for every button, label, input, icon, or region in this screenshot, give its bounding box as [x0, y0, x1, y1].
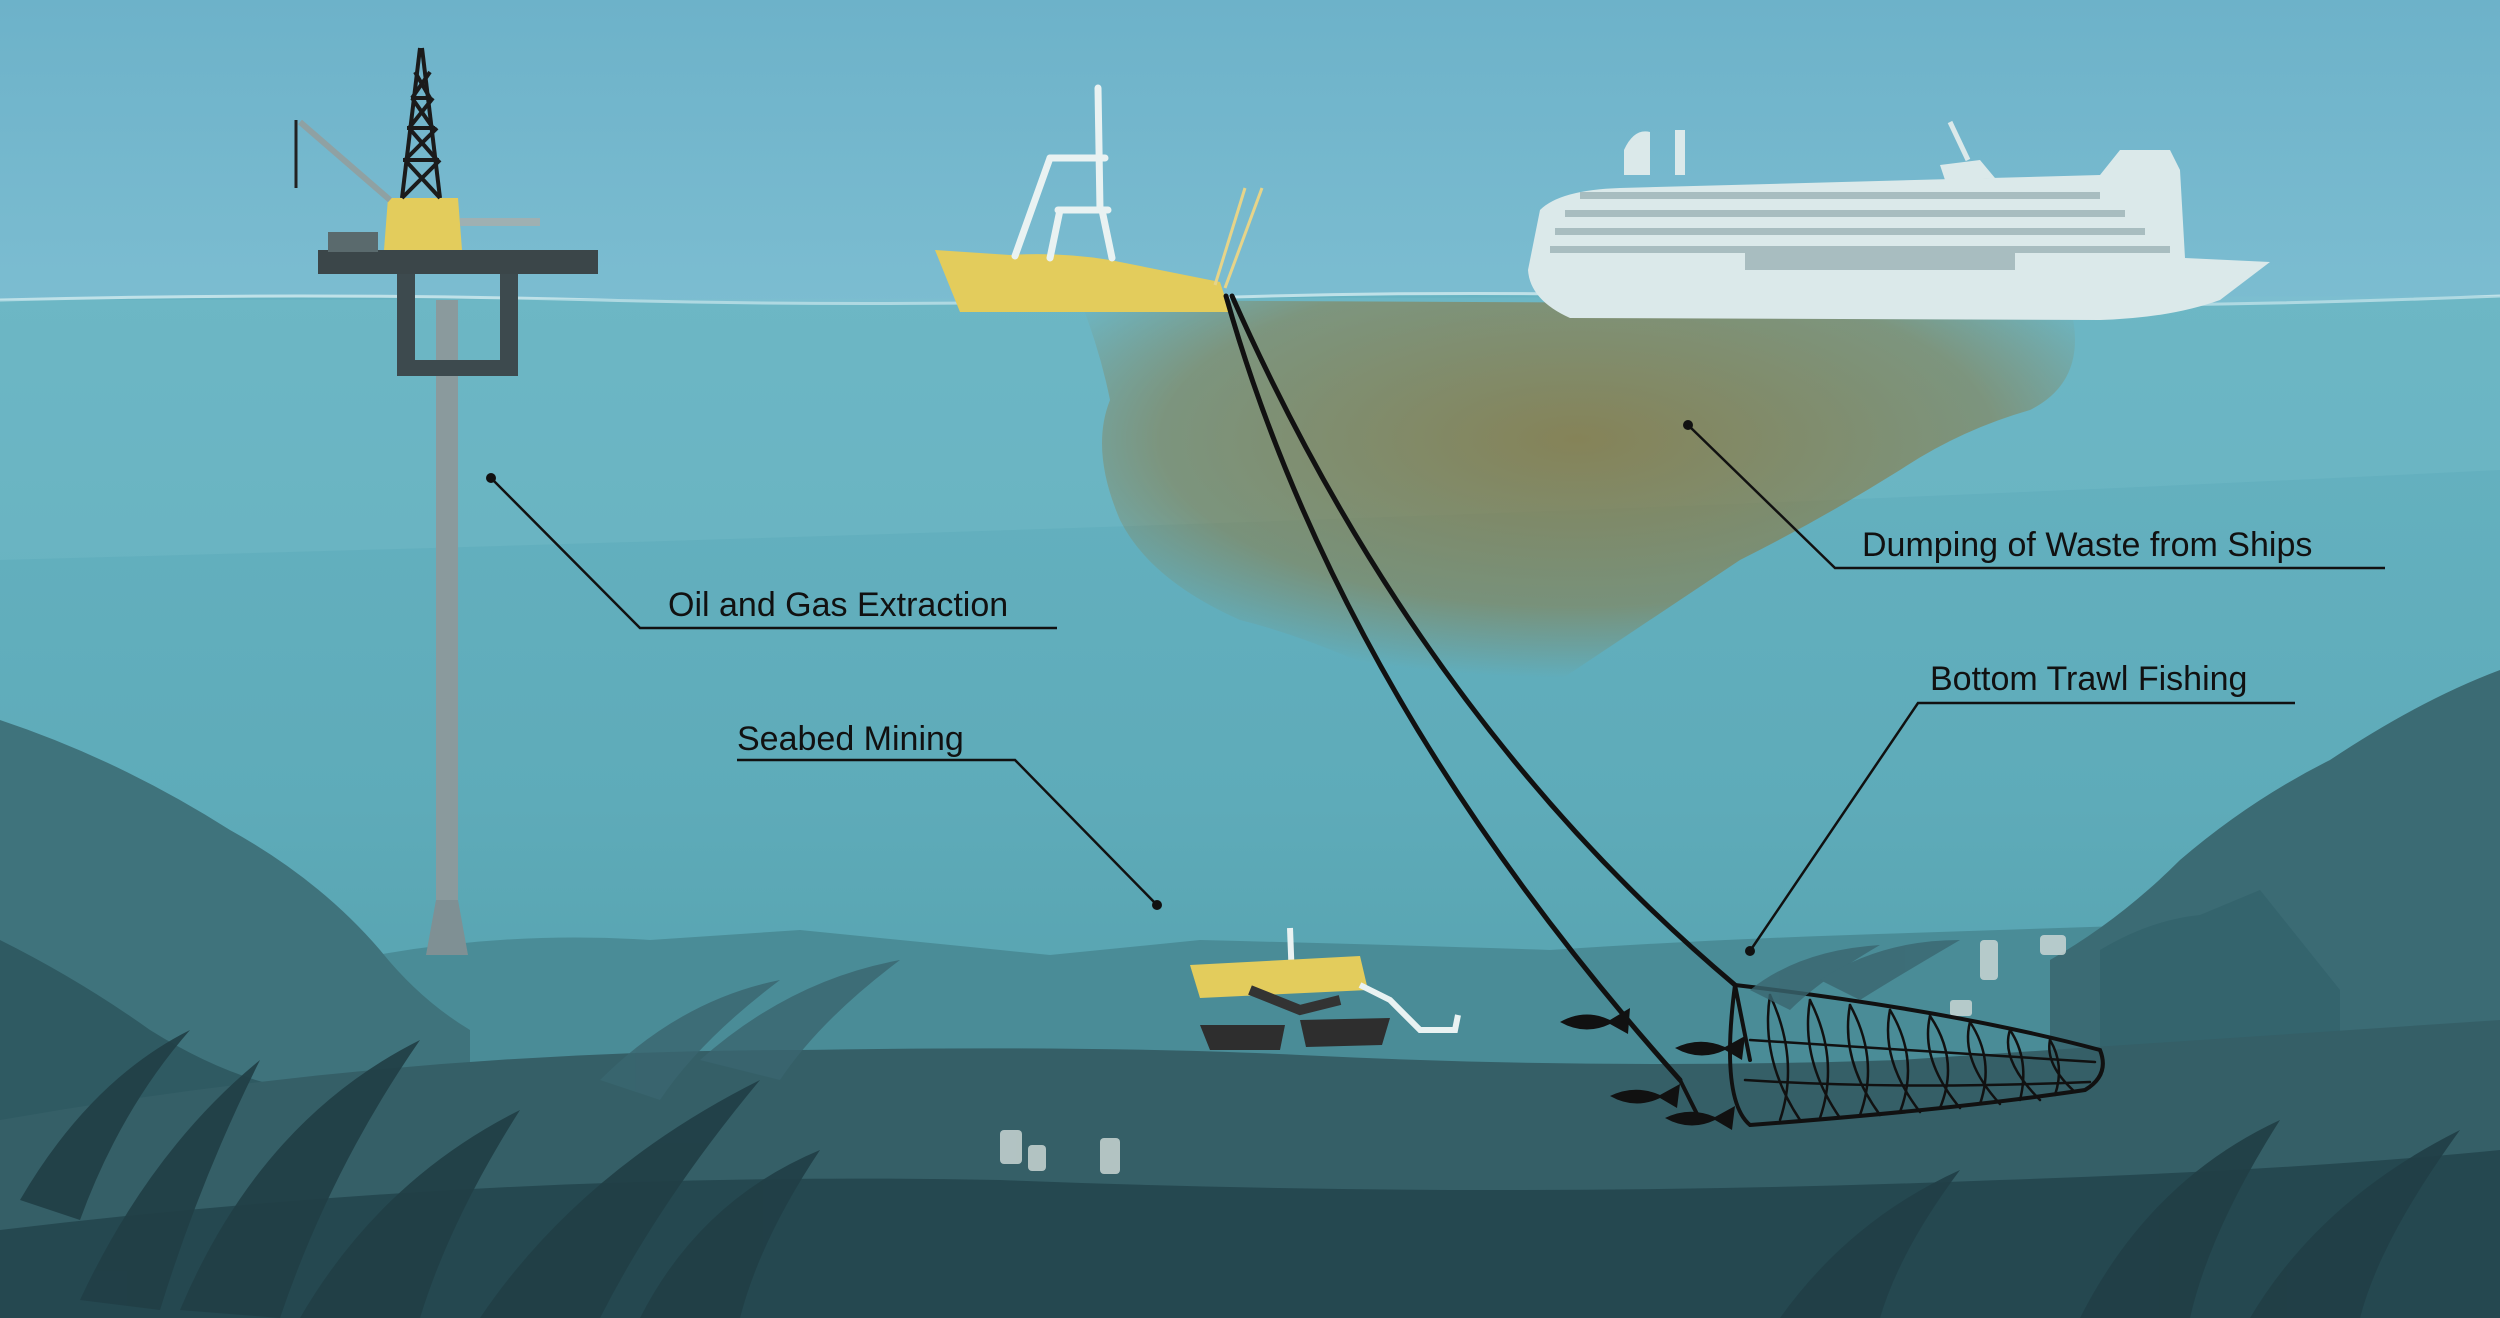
- fish-icon: [1560, 1008, 1745, 1130]
- label-seabed-mining-text: Seabed Mining: [737, 720, 964, 758]
- trawl-net-icon: [1223, 293, 2105, 1128]
- label-seabed-mining: Seabed Mining: [737, 720, 1162, 910]
- label-dumping-waste-text: Dumping of Waste from Ships: [1862, 526, 2312, 564]
- label-dumping-waste: Dumping of Waste from Ships: [1683, 420, 2385, 570]
- label-bottom-trawl-text: Bottom Trawl Fishing: [1930, 660, 2247, 698]
- mining-vehicle-icon: [1190, 927, 1461, 1050]
- seaweed-icon: [20, 1030, 2460, 1318]
- fishing-boat-icon: [935, 84, 1264, 312]
- label-oil-gas: Oil and Gas Extraction: [486, 473, 1057, 630]
- seaweed-icon: [600, 940, 1960, 1100]
- oil-rig-icon: [294, 47, 598, 955]
- label-oil-gas-text: Oil and Gas Extraction: [668, 586, 1008, 624]
- oil-slick: [1080, 300, 2075, 698]
- label-bottom-trawl: Bottom Trawl Fishing: [1745, 660, 2295, 956]
- cruise-ship-icon: [1528, 120, 2270, 320]
- seabed-debris: [1000, 935, 2066, 1174]
